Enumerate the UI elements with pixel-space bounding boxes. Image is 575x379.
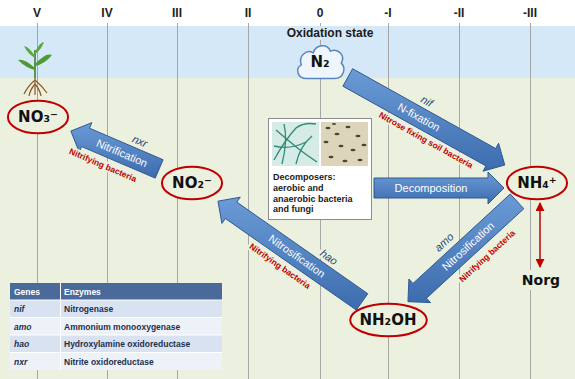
grid-line <box>530 23 531 379</box>
oxidation-state-tick: -II <box>454 6 465 20</box>
root <box>35 84 41 96</box>
plant-leaf <box>35 42 44 54</box>
table-enzyme-cell: Nitrogenase <box>64 304 113 314</box>
fungal-hyphae <box>274 124 317 165</box>
compound-ellipse: NH₄⁺ <box>506 166 568 200</box>
hypha <box>282 124 286 164</box>
bacterium <box>335 133 340 135</box>
node-text: NO₃⁻ <box>18 108 58 126</box>
cloud-shape <box>298 46 344 79</box>
plant-icon <box>18 42 52 96</box>
ellipse-shape <box>507 167 567 200</box>
plant-leaf <box>24 46 35 58</box>
axis-title: Oxidation state <box>284 26 377 40</box>
hypha <box>296 136 312 164</box>
node-text: Norg <box>522 272 560 288</box>
ellipse-shape <box>162 167 222 200</box>
enzyme-table <box>10 283 222 370</box>
plant-roots <box>24 78 47 96</box>
bacterium <box>356 135 361 137</box>
hypha <box>274 142 306 147</box>
oxidation-state-tick: 0 <box>317 6 324 20</box>
process-label: Decomposition <box>395 182 468 194</box>
node-text: NH₂OH <box>360 311 417 329</box>
grid-line <box>248 23 249 379</box>
table-enzyme-cell: Hydroxylamine oxidoreductase <box>64 339 190 349</box>
table-row <box>10 353 222 371</box>
axis-strip <box>0 0 575 26</box>
bacterium <box>358 159 363 161</box>
table-row <box>10 300 222 318</box>
bacteria-cells <box>324 123 367 162</box>
table-gene-cell: amo <box>14 322 31 332</box>
table-gene-cell: nif <box>14 304 24 314</box>
bacterium <box>339 145 344 147</box>
table-rule <box>10 300 222 301</box>
table-header-cell: Genes <box>14 287 40 297</box>
decomposers-box: Decomposers: aerobic and anaerobic bacte… <box>268 118 372 220</box>
bacterium <box>329 156 334 158</box>
table-row <box>10 318 222 336</box>
process-arrow <box>408 194 524 303</box>
decomposers-illustration <box>268 118 372 172</box>
illustration-ground <box>268 118 372 172</box>
bacterium <box>351 149 356 151</box>
node-text: N₂ <box>310 53 329 71</box>
compound-ellipse: NH₂OH <box>349 303 428 337</box>
oxidation-state-tick: II <box>245 6 252 20</box>
node-text: Decomposers: aerobic and anaerobic bacte… <box>269 169 371 219</box>
atmosphere-band <box>0 26 575 78</box>
process-arrow <box>374 172 504 204</box>
bacterium <box>324 141 329 143</box>
root <box>29 84 35 96</box>
table-header-cell: Enzymes <box>64 287 101 297</box>
table-rule <box>10 335 222 336</box>
table-rule <box>10 352 222 353</box>
oxidation-state-tick: -III <box>523 6 537 20</box>
atmosphere-cloud: N₂ <box>294 42 346 82</box>
table-rule <box>60 283 61 370</box>
bacterium <box>362 144 367 146</box>
table-gene-cell: hao <box>14 339 29 349</box>
table-rules <box>10 283 222 370</box>
grid-line <box>459 23 460 379</box>
oxidation-state-tick: III <box>172 6 182 20</box>
oxidation-state-tick: V <box>33 6 41 20</box>
ellipse-shape <box>350 304 427 337</box>
bacterium <box>332 123 336 125</box>
plant-leaf <box>18 60 35 70</box>
process-arrow <box>343 69 505 171</box>
node-text: NH₄⁺ <box>517 174 557 192</box>
bacterium <box>343 160 348 162</box>
bacteria-photo <box>321 122 368 166</box>
soil-ground <box>0 78 575 379</box>
fungi-photo <box>272 122 319 166</box>
compound-text: Norg <box>519 270 564 290</box>
exchange-arrow <box>539 203 541 267</box>
hypha <box>274 124 316 161</box>
ellipse-shape <box>8 101 68 134</box>
table-enzyme-cell: Ammonium monooxygenase <box>64 322 180 332</box>
compound-ellipse: NO₂⁻ <box>161 166 223 200</box>
table-enzyme-cell: Nitrite oxidoreductase <box>64 357 154 367</box>
table-gene-cell: nxr <box>14 357 27 367</box>
table-row <box>10 335 222 353</box>
table-rule <box>10 317 222 318</box>
table-header <box>10 283 222 300</box>
compound-ellipse: NO₃⁻ <box>7 100 69 134</box>
bacterium <box>346 126 351 128</box>
node-text: NO₂⁻ <box>172 174 212 192</box>
plant-leaf <box>35 54 52 66</box>
oxidation-state-tick: -I <box>384 6 391 20</box>
bacterium <box>326 127 331 129</box>
oxidation-state-tick: IV <box>101 6 112 20</box>
grid-lines <box>38 23 531 379</box>
